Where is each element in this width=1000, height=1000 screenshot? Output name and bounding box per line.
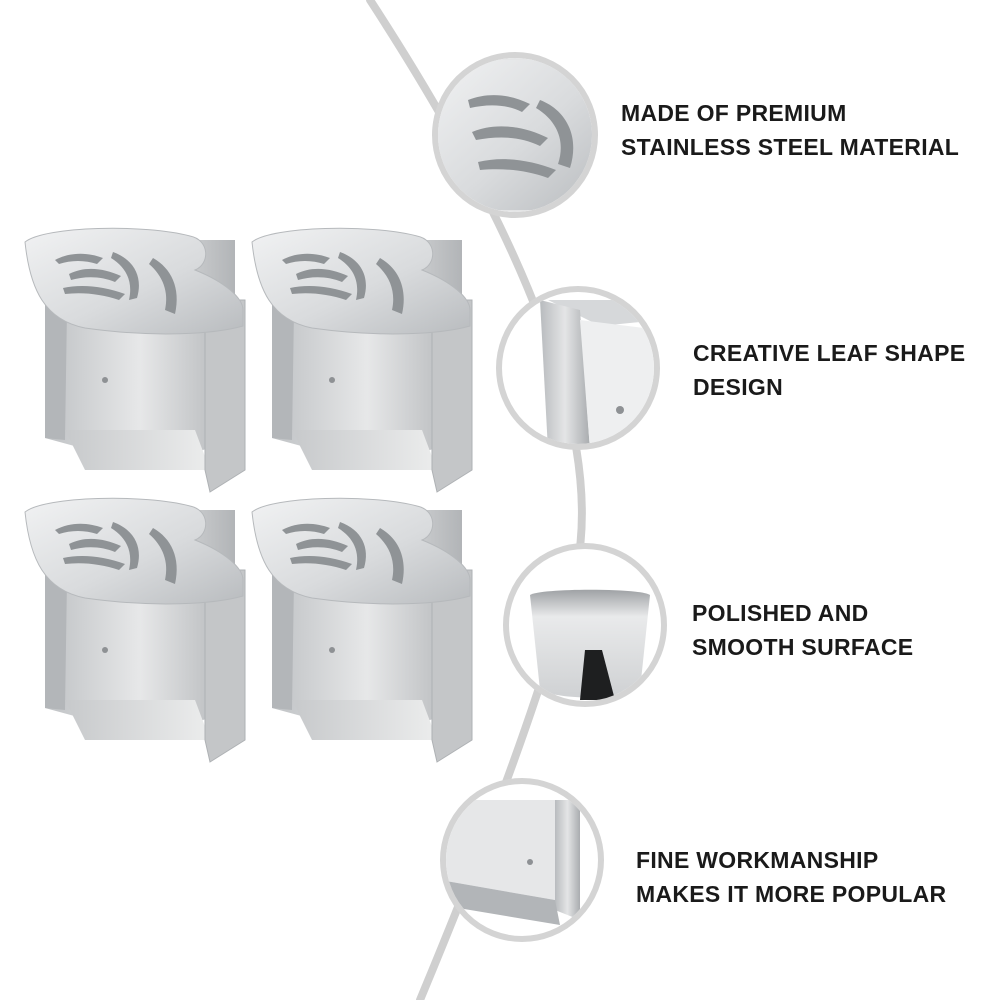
feature-caption-line: CREATIVE LEAF SHAPE xyxy=(693,340,966,366)
feature-caption-line: DESIGN xyxy=(693,374,783,400)
feature-caption-workmanship: FINE WORKMANSHIP MAKES IT MORE POPULAR xyxy=(636,843,946,911)
detail-circle-corner xyxy=(440,778,604,942)
product-photo xyxy=(24,227,473,763)
feature-caption-design: CREATIVE LEAF SHAPE DESIGN xyxy=(693,336,965,404)
feature-caption-surface: POLISHED AND SMOOTH SURFACE xyxy=(692,596,913,664)
feature-caption-material: MADE OF PREMIUM STAINLESS STEEL MATERIAL xyxy=(621,96,959,164)
detail-circle-surface xyxy=(503,543,667,707)
feature-caption-line: MADE OF PREMIUM xyxy=(621,100,847,126)
feature-caption-line: FINE WORKMANSHIP xyxy=(636,847,879,873)
feature-caption-line: SMOOTH SURFACE xyxy=(692,634,914,660)
detail-circle-leaf xyxy=(432,52,598,218)
feature-caption-line: MAKES IT MORE POPULAR xyxy=(636,881,947,907)
detail-circle-edge xyxy=(496,286,660,450)
feature-caption-line: POLISHED AND xyxy=(692,600,869,626)
feature-caption-line: STAINLESS STEEL MATERIAL xyxy=(621,134,960,160)
